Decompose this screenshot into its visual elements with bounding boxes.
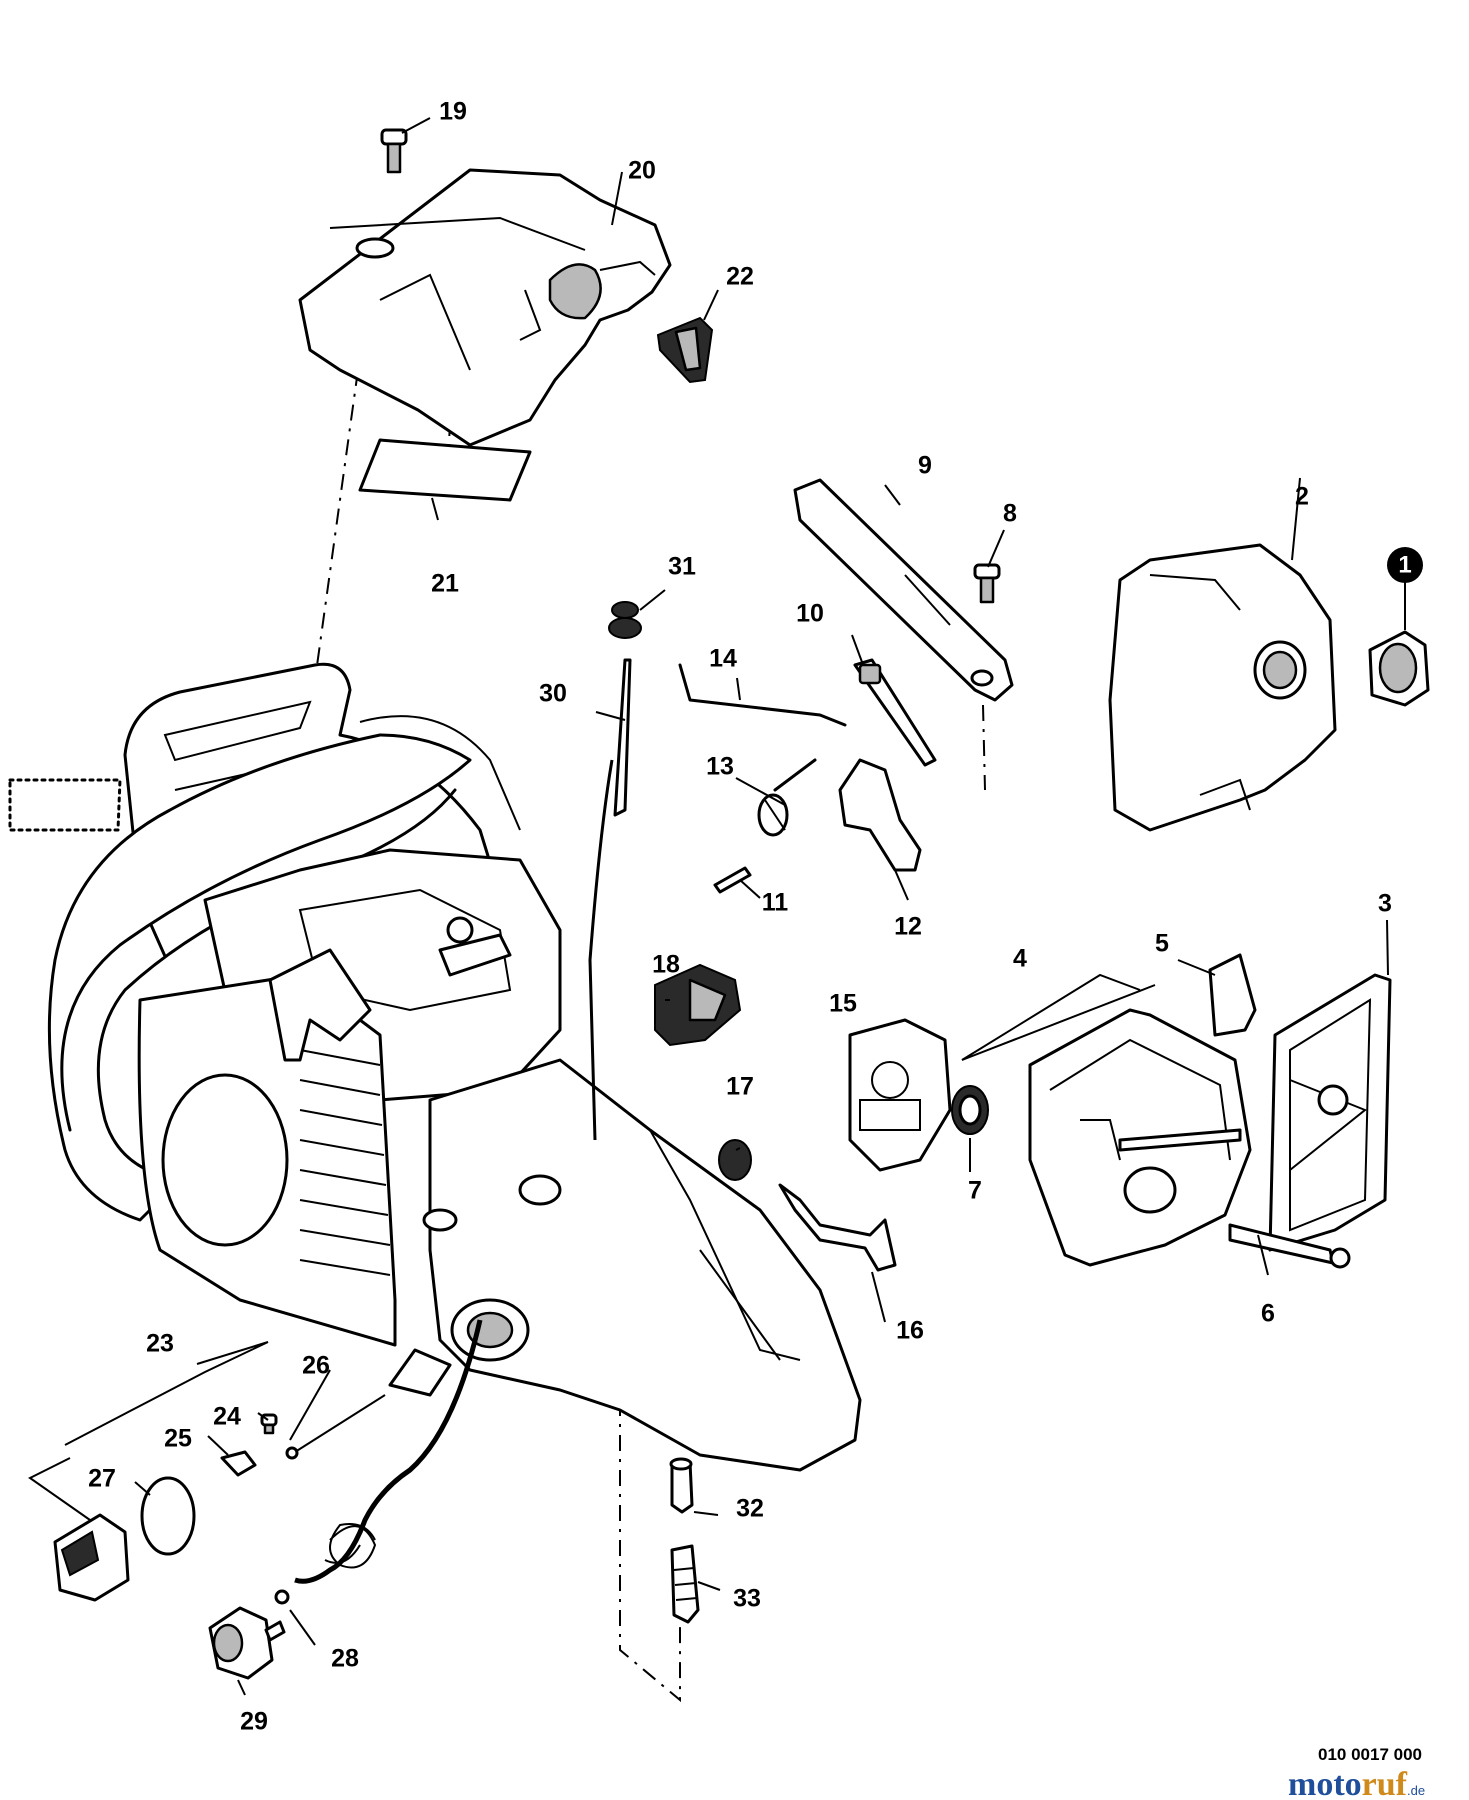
part-pickup-body bbox=[669, 1457, 694, 1514]
part-interlock-lever bbox=[853, 658, 937, 767]
callout-15: 15 bbox=[829, 990, 857, 1018]
part-cord bbox=[285, 1348, 452, 1460]
part-throttle-trigger bbox=[838, 758, 922, 872]
callout-18: 18 bbox=[652, 951, 680, 979]
part-screw-8 bbox=[973, 563, 1001, 604]
part-rubber-boot bbox=[656, 316, 714, 384]
callout-19: 19 bbox=[439, 98, 467, 126]
part-screw bbox=[380, 128, 408, 174]
callout-28: 28 bbox=[331, 1645, 359, 1673]
part-strainer bbox=[670, 1544, 700, 1624]
callout-29: 29 bbox=[240, 1708, 268, 1736]
part-label bbox=[358, 438, 532, 502]
callout-16: 16 bbox=[896, 1317, 924, 1345]
part-small-screw bbox=[260, 1413, 278, 1435]
part-grommet bbox=[608, 601, 642, 639]
callout-9: 9 bbox=[918, 452, 932, 480]
part-housing-assembly bbox=[8, 662, 862, 1472]
part-carburetor bbox=[848, 1018, 952, 1172]
callout-6: 6 bbox=[1261, 1300, 1275, 1328]
callout-32: 32 bbox=[736, 1495, 764, 1523]
callout-14: 14 bbox=[709, 645, 737, 673]
callout-22: 22 bbox=[726, 263, 754, 291]
callout-20: 20 bbox=[628, 157, 656, 185]
part-bracket bbox=[1208, 953, 1257, 1037]
callout-3: 3 bbox=[1378, 890, 1392, 918]
part-clip bbox=[220, 1450, 257, 1477]
callout-23: 23 bbox=[146, 1330, 174, 1358]
part-fuel-filter bbox=[208, 1606, 286, 1680]
part-impulse-hose bbox=[613, 658, 632, 817]
callout-12: 12 bbox=[894, 913, 922, 941]
callout-13: 13 bbox=[706, 753, 734, 781]
callout-11: 11 bbox=[762, 889, 789, 917]
callout-1-badge: 1 bbox=[1387, 547, 1423, 583]
callout-4: 4 bbox=[1013, 945, 1027, 973]
part-pin bbox=[713, 866, 752, 894]
cooling-fins bbox=[299, 1049, 391, 1276]
svg-text:motoruf.de: motoruf.de bbox=[1288, 1766, 1425, 1800]
part-twist-knob bbox=[1368, 630, 1430, 707]
callout-7: 7 bbox=[968, 1177, 982, 1205]
callout-33: 33 bbox=[733, 1585, 761, 1613]
drawing-number: 010 0017 000 bbox=[1318, 1745, 1422, 1764]
callout-27: 27 bbox=[88, 1465, 116, 1493]
callout-30: 30 bbox=[539, 680, 567, 708]
part-handle-molding bbox=[793, 478, 1014, 702]
callout-leaders bbox=[28, 117, 1406, 1696]
part-fuel-hose bbox=[294, 1319, 483, 1584]
callout-31: 31 bbox=[668, 553, 696, 581]
callout-21: 21 bbox=[431, 570, 459, 598]
watermark-part1: moto bbox=[1288, 1766, 1362, 1800]
part-oring bbox=[140, 1476, 196, 1556]
callout-8: 8 bbox=[1003, 500, 1017, 528]
callout-5: 5 bbox=[1155, 930, 1169, 958]
part-torsion-spring bbox=[757, 758, 817, 837]
part-plug bbox=[718, 1139, 752, 1181]
callout-1: 1 bbox=[1398, 551, 1411, 578]
part-intake-manifold bbox=[654, 963, 742, 1047]
watermark-suffix: .de bbox=[1407, 1783, 1425, 1798]
callout-24: 24 bbox=[213, 1403, 241, 1431]
callout-25: 25 bbox=[164, 1425, 192, 1453]
watermark-logo: motoruf.de bbox=[1288, 1766, 1425, 1800]
assembly-line-32 bbox=[619, 1400, 681, 1703]
part-filter-base bbox=[1028, 1008, 1252, 1267]
callout-17: 17 bbox=[726, 1073, 754, 1101]
callout-labels: 19 20 22 21 9 8 10 14 13 11 12 31 30 18 … bbox=[88, 98, 1392, 1736]
part-shroud-cover bbox=[298, 168, 672, 447]
part-small-oring bbox=[274, 1589, 290, 1605]
callout-10: 10 bbox=[796, 600, 824, 628]
part-filter-cover bbox=[1108, 543, 1337, 832]
part-choke-rod bbox=[778, 1183, 897, 1272]
callout-26: 26 bbox=[302, 1352, 330, 1380]
part-air-filter bbox=[1268, 973, 1392, 1252]
assembly-line-9 bbox=[982, 704, 986, 791]
part-rod bbox=[678, 663, 847, 727]
part-tank-cap bbox=[53, 1513, 130, 1602]
callout-2: 2 bbox=[1295, 483, 1309, 511]
watermark-part2: ruf bbox=[1362, 1766, 1408, 1800]
